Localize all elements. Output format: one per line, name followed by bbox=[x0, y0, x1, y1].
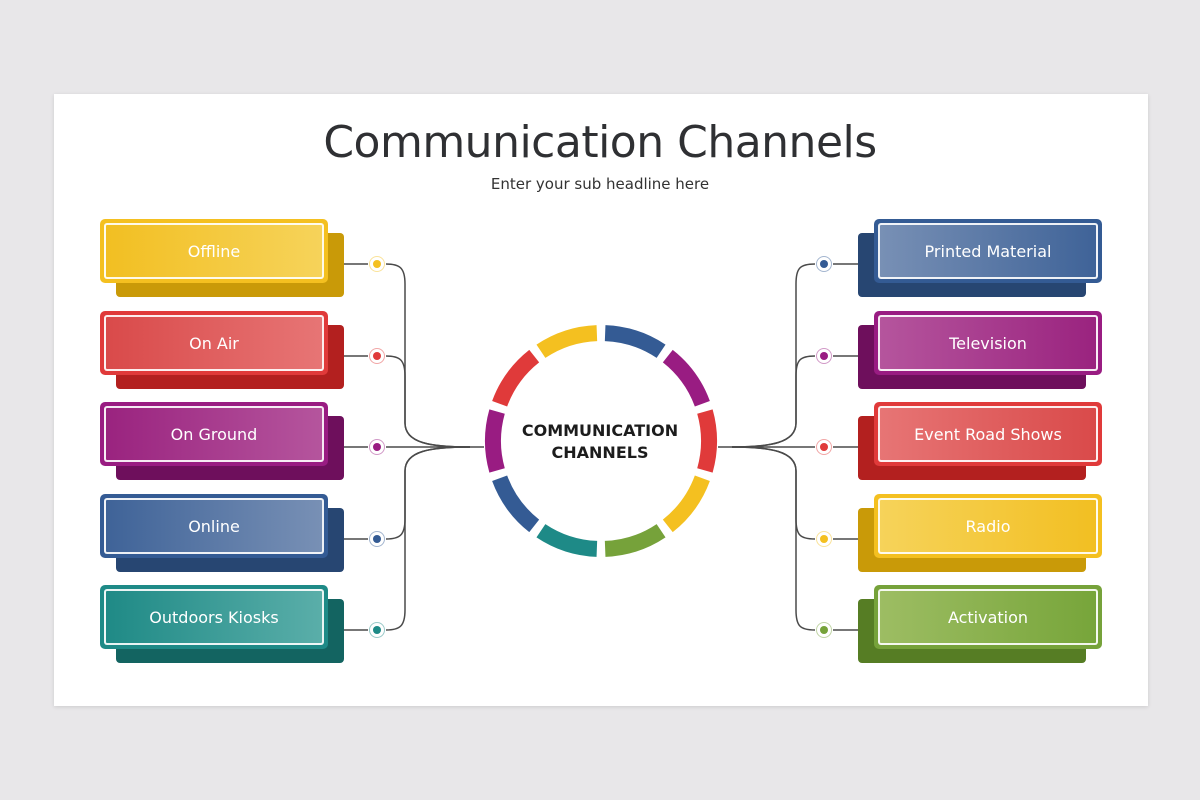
card-label: Offline bbox=[104, 223, 324, 279]
channel-card-right[interactable]: Activation bbox=[858, 585, 1102, 663]
channel-card-left[interactable]: Outdoors Kiosks bbox=[100, 585, 344, 663]
ring-segment bbox=[604, 524, 666, 557]
connector-dot-icon bbox=[368, 530, 386, 548]
connector-dot-icon bbox=[815, 255, 833, 273]
connector-dot-icon bbox=[815, 438, 833, 456]
connector-dot-icon bbox=[368, 347, 386, 365]
connector-dot-icon bbox=[815, 621, 833, 639]
card-label: On Ground bbox=[104, 406, 324, 462]
card-face: Outdoors Kiosks bbox=[100, 585, 328, 649]
card-face: Offline bbox=[100, 219, 328, 283]
center-label-line1: COMMUNICATION bbox=[521, 421, 679, 440]
channel-card-left[interactable]: On Ground bbox=[100, 402, 344, 480]
card-label: Online bbox=[104, 498, 324, 554]
card-label: Event Road Shows bbox=[878, 406, 1098, 462]
channel-card-right[interactable]: Television bbox=[858, 311, 1102, 389]
center-label-line2: CHANNELS bbox=[551, 443, 649, 462]
card-label: Outdoors Kiosks bbox=[104, 589, 324, 645]
channel-card-left[interactable]: On Air bbox=[100, 311, 344, 389]
card-face: Online bbox=[100, 494, 328, 558]
card-face: Printed Material bbox=[874, 219, 1102, 283]
channel-card-left[interactable]: Offline bbox=[100, 219, 344, 297]
ring-segment bbox=[662, 475, 710, 533]
card-label: Television bbox=[878, 315, 1098, 371]
ring-center bbox=[502, 342, 700, 540]
card-label: Printed Material bbox=[878, 223, 1098, 279]
channel-card-left[interactable]: Online bbox=[100, 494, 344, 572]
ring-segment bbox=[492, 349, 540, 407]
center-label: COMMUNICATION CHANNELS bbox=[510, 420, 690, 464]
ring-segment bbox=[536, 325, 598, 358]
card-face: Event Road Shows bbox=[874, 402, 1102, 466]
channel-card-right[interactable]: Printed Material bbox=[858, 219, 1102, 297]
channel-card-right[interactable]: Event Road Shows bbox=[858, 402, 1102, 480]
ring-segment bbox=[492, 475, 540, 533]
ring-segment bbox=[484, 409, 505, 473]
card-face: Television bbox=[874, 311, 1102, 375]
page-title: Communication Channels bbox=[323, 117, 877, 168]
connector-dot-icon bbox=[368, 255, 386, 273]
card-label: On Air bbox=[104, 315, 324, 371]
card-label: Activation bbox=[878, 589, 1098, 645]
ring-segment bbox=[536, 524, 598, 557]
connector-dot-icon bbox=[815, 347, 833, 365]
page-subtitle: Enter your sub headline here bbox=[490, 175, 710, 193]
card-face: On Ground bbox=[100, 402, 328, 466]
center-ring bbox=[484, 325, 718, 557]
card-face: Activation bbox=[874, 585, 1102, 649]
ring-segment bbox=[697, 409, 718, 473]
card-face: On Air bbox=[100, 311, 328, 375]
connector-dot-icon bbox=[368, 621, 386, 639]
channel-card-right[interactable]: Radio bbox=[858, 494, 1102, 572]
ring-segment bbox=[662, 349, 710, 407]
card-label: Radio bbox=[878, 498, 1098, 554]
ring-segment bbox=[604, 325, 666, 358]
connector-dot-icon bbox=[815, 530, 833, 548]
connector-dot-icon bbox=[368, 438, 386, 456]
card-face: Radio bbox=[874, 494, 1102, 558]
